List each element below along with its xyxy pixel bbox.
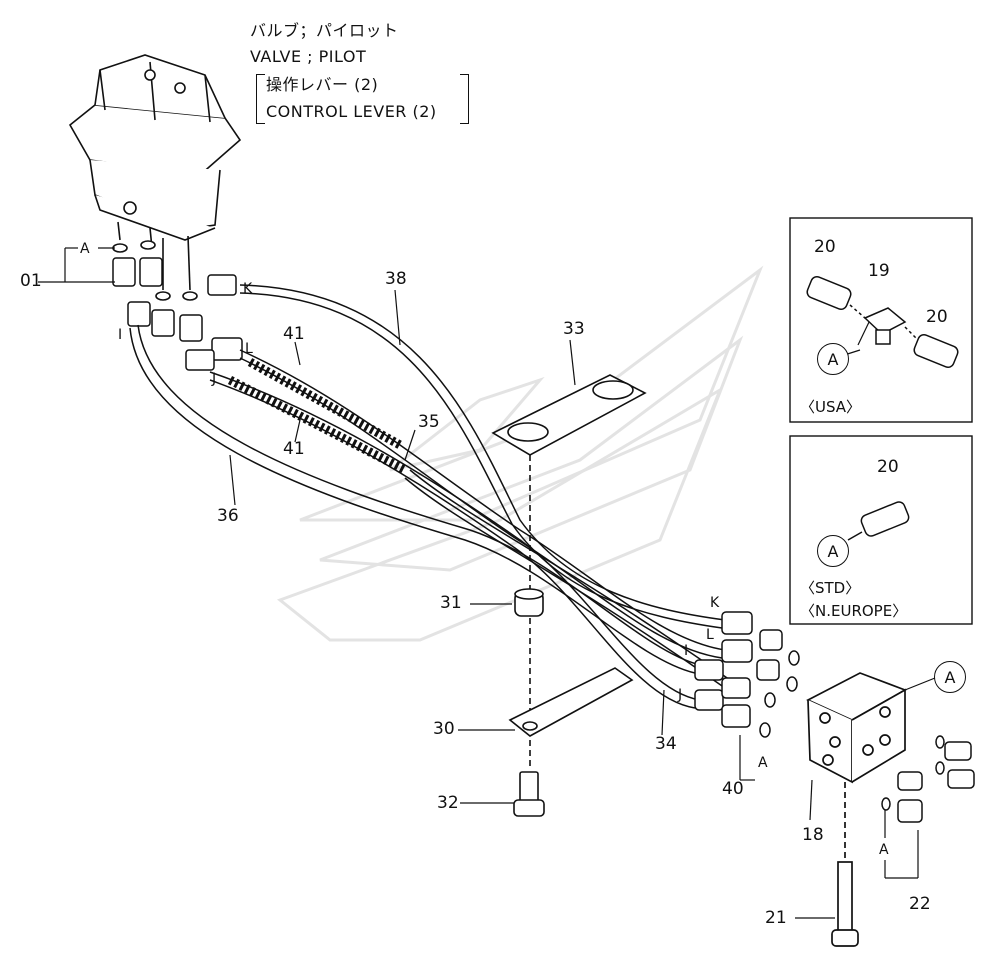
letter-l-top: L: [245, 341, 253, 357]
circled-a-main[interactable]: A: [934, 661, 966, 693]
manifold-fittings[interactable]: [881, 735, 975, 823]
callout-31[interactable]: 31: [440, 593, 462, 613]
letter-a-22: A: [879, 842, 889, 858]
callout-41-top[interactable]: 41: [283, 324, 305, 344]
callout-20-std[interactable]: 20: [877, 457, 899, 477]
callout-38[interactable]: 38: [385, 269, 407, 289]
circled-a-usa[interactable]: A: [817, 343, 849, 375]
inset-label-n-europe: 〈N.EUROPE〉: [800, 602, 908, 620]
callout-40[interactable]: 40: [722, 779, 744, 799]
letter-a-top: A: [80, 241, 90, 257]
letter-a-40: A: [758, 755, 768, 771]
title-english: VALVE ; PILOT: [250, 47, 367, 66]
letter-l-bottom: L: [706, 627, 714, 643]
pilot-valve-body[interactable]: [68, 54, 242, 301]
letter-i-top: I: [118, 327, 123, 343]
inset-std-part[interactable]: [847, 500, 910, 541]
callout-22[interactable]: 22: [909, 894, 931, 914]
letter-i-bottom: I: [684, 643, 689, 659]
title-japanese: バルブ；パイロット: [250, 21, 399, 40]
callout-20-usa-left[interactable]: 20: [814, 237, 836, 257]
manifold-block[interactable]: [806, 672, 907, 947]
callout-18[interactable]: 18: [802, 825, 824, 845]
letter-j-bottom: J: [678, 687, 683, 703]
circled-a-std[interactable]: A: [817, 535, 849, 567]
letter-k-top: K: [243, 281, 253, 297]
spring-guards[interactable]: [227, 358, 408, 475]
plates-and-bolts[interactable]: [491, 374, 647, 817]
inset-usa-parts[interactable]: [805, 275, 959, 369]
callout-32[interactable]: 32: [437, 793, 459, 813]
watermark-logo: [276, 265, 764, 642]
hoses: [129, 284, 731, 709]
leader-lines: [38, 247, 936, 919]
inset-label-usa: 〈USA〉: [800, 398, 862, 416]
letter-j-top: J: [212, 371, 217, 387]
subtitle-right-bracket: [460, 74, 469, 124]
callout-34[interactable]: 34: [655, 734, 677, 754]
subtitle-english: CONTROL LEVER (2): [266, 102, 437, 121]
callout-41-bottom[interactable]: 41: [283, 439, 305, 459]
subtitle-japanese: 操作レバー (2): [266, 75, 379, 94]
callout-36[interactable]: 36: [217, 506, 239, 526]
letter-k-bottom: K: [710, 595, 720, 611]
couplers[interactable]: [694, 611, 800, 738]
callout-21[interactable]: 21: [765, 908, 787, 928]
elbow-fittings[interactable]: [112, 257, 243, 371]
callout-20-usa-right[interactable]: 20: [926, 307, 948, 327]
callout-19[interactable]: 19: [868, 261, 890, 281]
callout-33[interactable]: 33: [563, 319, 585, 339]
callout-35[interactable]: 35: [418, 412, 440, 432]
callout-30[interactable]: 30: [433, 719, 455, 739]
callout-01[interactable]: 01: [20, 271, 42, 291]
subtitle-left-bracket: [256, 74, 265, 124]
inset-label-std: 〈STD〉: [800, 579, 861, 597]
inset-boxes: [789, 217, 973, 625]
